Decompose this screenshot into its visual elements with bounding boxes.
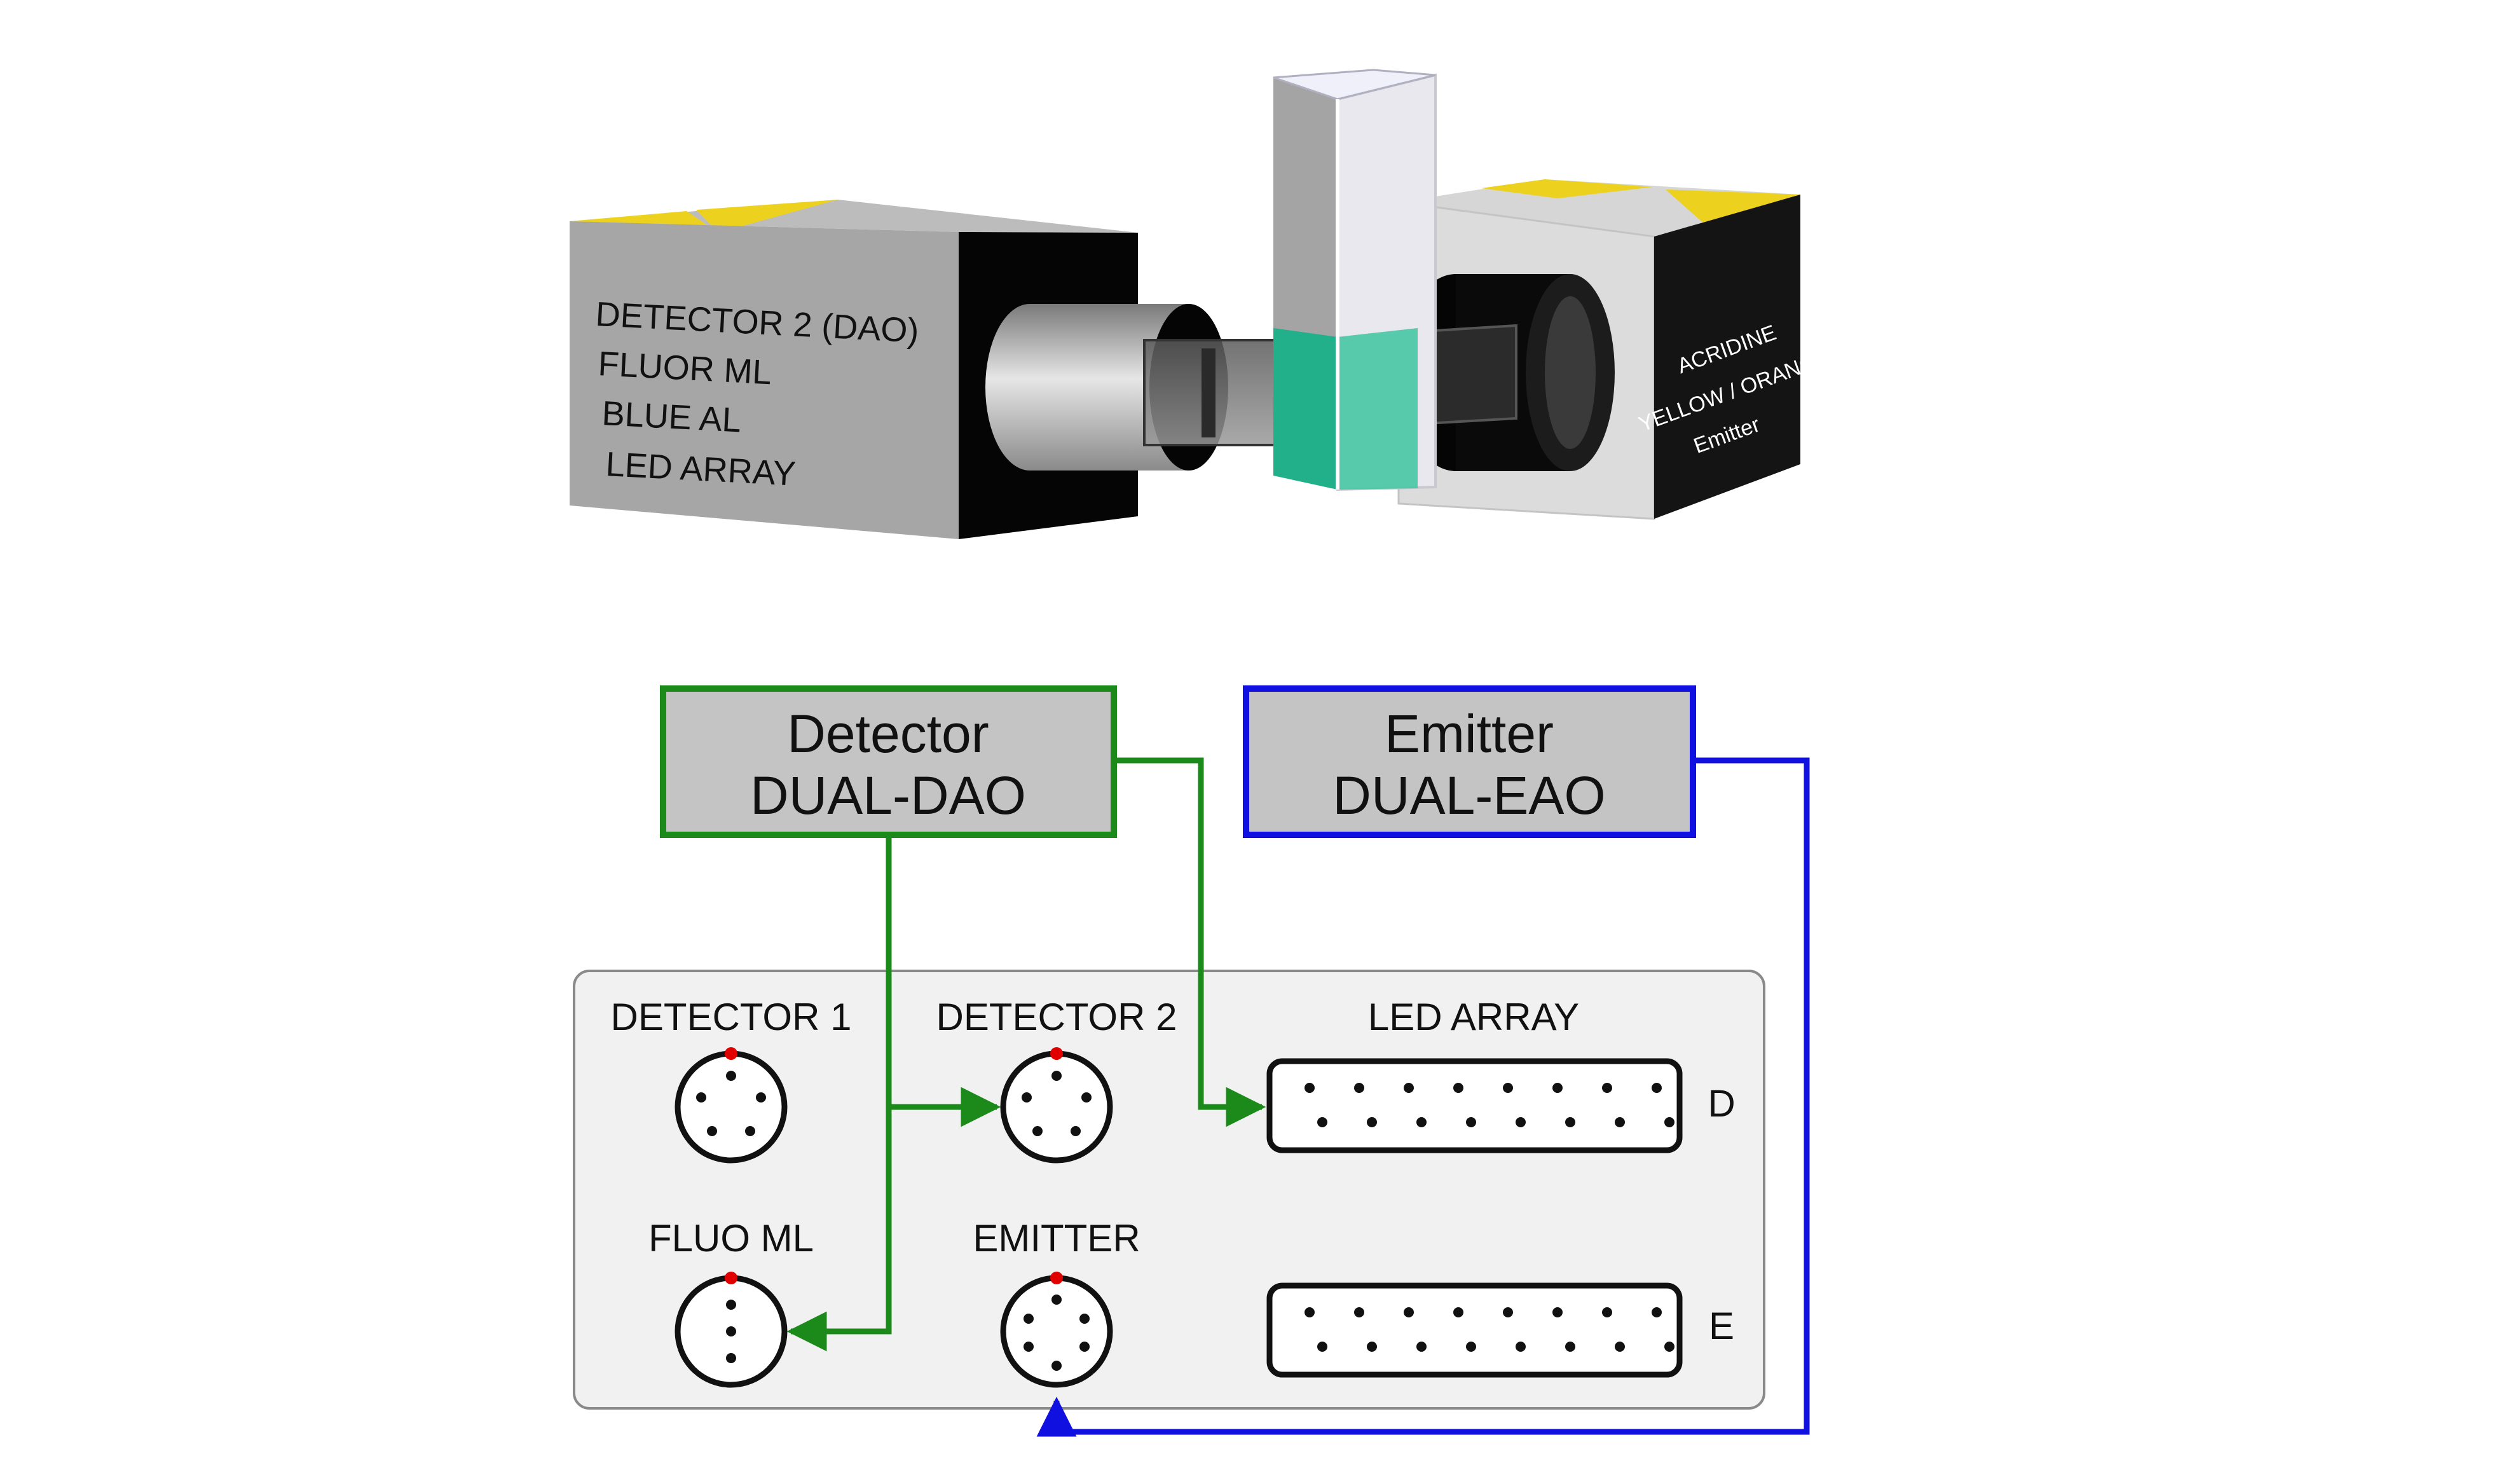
emitter-cube-yellow-top-icon (1481, 179, 1653, 198)
pin-dot (1664, 1117, 1674, 1127)
pin-dot (1602, 1083, 1612, 1093)
detector-to-fluo-ml-wire (786, 835, 892, 1352)
detector-cube-line-3: BLUE AL (601, 394, 742, 439)
pin-dot (1664, 1342, 1674, 1352)
pin-dot (1602, 1307, 1612, 1317)
fluo-ml-connector-icon[interactable] (675, 1272, 788, 1388)
emitter-dual-eao-box: Emitter DUAL-EAO (1243, 685, 1696, 838)
pin-dot (1416, 1342, 1427, 1352)
detector2-label: DETECTOR 2 (936, 996, 1177, 1038)
emitter-box-model: DUAL-EAO (1332, 766, 1605, 825)
pin-dot (1652, 1307, 1662, 1317)
detector-cube-line-2: FLUOR ML (597, 345, 772, 392)
pin-dot (1453, 1083, 1463, 1093)
detector-cube-yellow-tip-icon (696, 200, 838, 233)
pin-dot (1466, 1117, 1476, 1127)
cuvette-liquid-side (1338, 328, 1418, 490)
cuvette-top-rim (1273, 69, 1436, 100)
detector-to-led-array-wire (1114, 757, 1266, 1127)
pin-dot (1305, 1307, 1315, 1317)
port-d-label: D (1708, 1082, 1735, 1125)
pin-dot (1516, 1117, 1526, 1127)
cuvette (1273, 69, 1437, 491)
pin-dot (1404, 1307, 1414, 1317)
pin-dot (1416, 1117, 1427, 1127)
pin-dot (1404, 1083, 1414, 1093)
pin-dot (1503, 1083, 1513, 1093)
pin-dot (1367, 1342, 1377, 1352)
pin-dot (1453, 1307, 1463, 1317)
pin-dot (1503, 1307, 1513, 1317)
detector1-label: DETECTOR 1 (611, 996, 852, 1038)
detector-dual-dao-box: Detector DUAL-DAO (660, 685, 1117, 838)
emitter-cube-right-face (1654, 195, 1800, 519)
port-e-label: E (1709, 1305, 1734, 1347)
pin-dot (1565, 1342, 1575, 1352)
led-array-label: LED ARRAY (1368, 996, 1579, 1038)
pin-dot (1552, 1307, 1563, 1317)
detector-light-tube (1143, 339, 1279, 446)
detector2-connector-icon[interactable] (1000, 1047, 1113, 1164)
pin-dot (1317, 1117, 1327, 1127)
emitter-label: EMITTER (973, 1217, 1140, 1260)
pin-dot (1354, 1083, 1364, 1093)
detector-box-title: Detector (787, 704, 989, 764)
cuvette-liquid (1273, 328, 1338, 490)
pin-dot (1615, 1342, 1625, 1352)
pin-dot (1466, 1342, 1476, 1352)
emitter-wiring (1036, 757, 1810, 1437)
detector-box-model: DUAL-DAO (750, 766, 1026, 825)
detector1-connector-icon (675, 1047, 788, 1164)
pin-dot (1615, 1117, 1625, 1127)
pin-dot (1652, 1083, 1662, 1093)
emitter-box-title: Emitter (1385, 704, 1554, 764)
pin-dot (1354, 1307, 1364, 1317)
detector-cube-front-face (570, 221, 959, 539)
pin-dot (1516, 1342, 1526, 1352)
led-array-d-connector-icon[interactable] (1266, 1058, 1683, 1153)
pin-dot (1367, 1117, 1377, 1127)
pin-dot (1305, 1083, 1315, 1093)
pin-dot (1565, 1117, 1575, 1127)
fluo-ml-label: FLUO ML (648, 1217, 814, 1260)
emitter-connector-icon[interactable] (1000, 1272, 1113, 1388)
detector-wiring (786, 757, 1266, 1352)
pin-dot (1552, 1083, 1563, 1093)
pin-dot (1317, 1342, 1327, 1352)
led-array-e-connector-icon[interactable] (1266, 1282, 1683, 1378)
